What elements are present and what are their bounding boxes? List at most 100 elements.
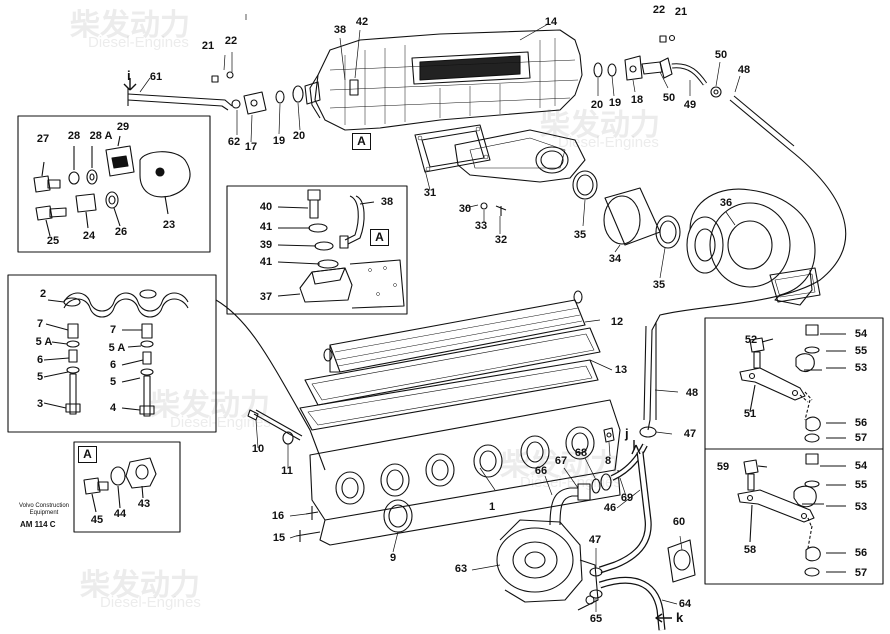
callout-41: 41 (259, 256, 273, 268)
callout-59: 59 (716, 461, 730, 473)
callout-15: 15 (272, 532, 286, 544)
callout-46: 46 (603, 502, 617, 514)
callout-40: 40 (259, 201, 273, 213)
callout-35: 35 (652, 279, 666, 291)
callout-63: 63 (454, 563, 468, 575)
callout-69: 69 (620, 492, 634, 504)
callout-13: 13 (614, 364, 628, 376)
callout-9: 9 (389, 552, 397, 564)
callout-22: 22 (224, 35, 238, 47)
callout-41: 41 (259, 221, 273, 233)
callout-54: 54 (854, 328, 868, 340)
callout-14: 14 (544, 16, 558, 28)
callout-7: 7 (109, 324, 117, 336)
callout-31: 31 (423, 187, 437, 199)
callout-45: 45 (90, 514, 104, 526)
callout-52: 52 (744, 334, 758, 346)
callout-24: 24 (82, 230, 96, 242)
callout-8: 8 (604, 455, 612, 467)
callout-1: 1 (488, 501, 496, 513)
inset-box-gasket-drawing (17, 115, 211, 253)
detail-a-marker: A (352, 133, 371, 150)
callout-28a: 28 A (89, 130, 113, 142)
callout-62: 62 (227, 136, 241, 148)
callout-33: 33 (474, 220, 488, 232)
callout-55: 55 (854, 479, 868, 491)
callout-27: 27 (36, 133, 50, 145)
callout-23: 23 (162, 219, 176, 231)
callout-37: 37 (259, 291, 273, 303)
callout-19: 19 (272, 135, 286, 147)
inset-box-injector-drawing (226, 185, 408, 315)
inset-box-heater-drawing (7, 274, 326, 471)
callout-57: 57 (854, 567, 868, 579)
footer-code: AM 114 C (20, 520, 56, 529)
manifold-block-drawing (309, 399, 621, 546)
callout-12: 12 (610, 316, 624, 328)
arrow-i-label: i (127, 68, 131, 83)
water-pump-drawing (496, 519, 599, 611)
callout-35: 35 (573, 229, 587, 241)
callout-44: 44 (113, 508, 127, 520)
callout-5a: 5 A (108, 342, 126, 354)
callout-11: 11 (281, 465, 293, 477)
callout-49: 49 (683, 99, 697, 111)
callout-7: 7 (36, 318, 44, 330)
callout-20: 20 (590, 99, 604, 111)
callout-5: 5 (109, 376, 117, 388)
callout-26: 26 (114, 226, 128, 238)
callout-22: 22 (652, 4, 666, 16)
callout-58: 58 (743, 544, 757, 556)
callout-38: 38 (380, 196, 394, 208)
callout-20: 20 (292, 130, 306, 142)
footer-company: Volvo Construction Equipment (18, 503, 70, 516)
detail-a-title: A (78, 446, 97, 463)
callout-21: 21 (201, 40, 215, 52)
callout-53: 53 (854, 362, 868, 374)
callout-57: 57 (854, 432, 868, 444)
callout-48: 48 (737, 64, 751, 76)
callout-18: 18 (630, 94, 644, 106)
callout-28: 28 (67, 130, 81, 142)
inset-box-bracket-lower-drawing (704, 448, 884, 585)
callout-54: 54 (854, 460, 868, 472)
callout-5a: 5 A (35, 336, 53, 348)
callout-50: 50 (714, 49, 728, 61)
callout-2: 2 (39, 288, 47, 300)
callout-21: 21 (674, 6, 688, 18)
callout-56: 56 (854, 417, 868, 429)
callout-61: 61 (149, 71, 163, 83)
intake-manifold-drawing (309, 29, 583, 131)
callout-42: 42 (355, 16, 369, 28)
callout-64: 64 (678, 598, 692, 610)
callout-60: 60 (672, 516, 686, 528)
callout-25: 25 (46, 235, 60, 247)
turbocharger-drawing (686, 188, 821, 306)
callout-56: 56 (854, 547, 868, 559)
callout-53: 53 (854, 501, 868, 513)
callout-17: 17 (244, 141, 258, 153)
callout-47: 47 (683, 428, 697, 440)
callout-6: 6 (109, 359, 117, 371)
callout-34: 34 (608, 253, 622, 265)
arrow-j-label: j (625, 426, 629, 441)
detail-a-marker: A (370, 229, 389, 246)
inset-box-bracket-upper-drawing (704, 317, 884, 450)
callout-48: 48 (685, 387, 699, 399)
callout-47: 47 (588, 534, 602, 546)
callout-39: 39 (259, 239, 273, 251)
callout-19: 19 (608, 97, 622, 109)
callout-38: 38 (333, 24, 347, 36)
callout-66: 66 (534, 465, 548, 477)
callout-3: 3 (36, 398, 44, 410)
callout-43: 43 (137, 498, 151, 510)
callout-29: 29 (116, 121, 130, 133)
callout-30: 30 (458, 203, 472, 215)
callout-67: 67 (554, 455, 568, 467)
callout-36: 36 (719, 197, 733, 209)
oil-cooler-drawing (323, 290, 586, 373)
callout-10: 10 (251, 443, 265, 455)
callout-32: 32 (494, 234, 508, 246)
